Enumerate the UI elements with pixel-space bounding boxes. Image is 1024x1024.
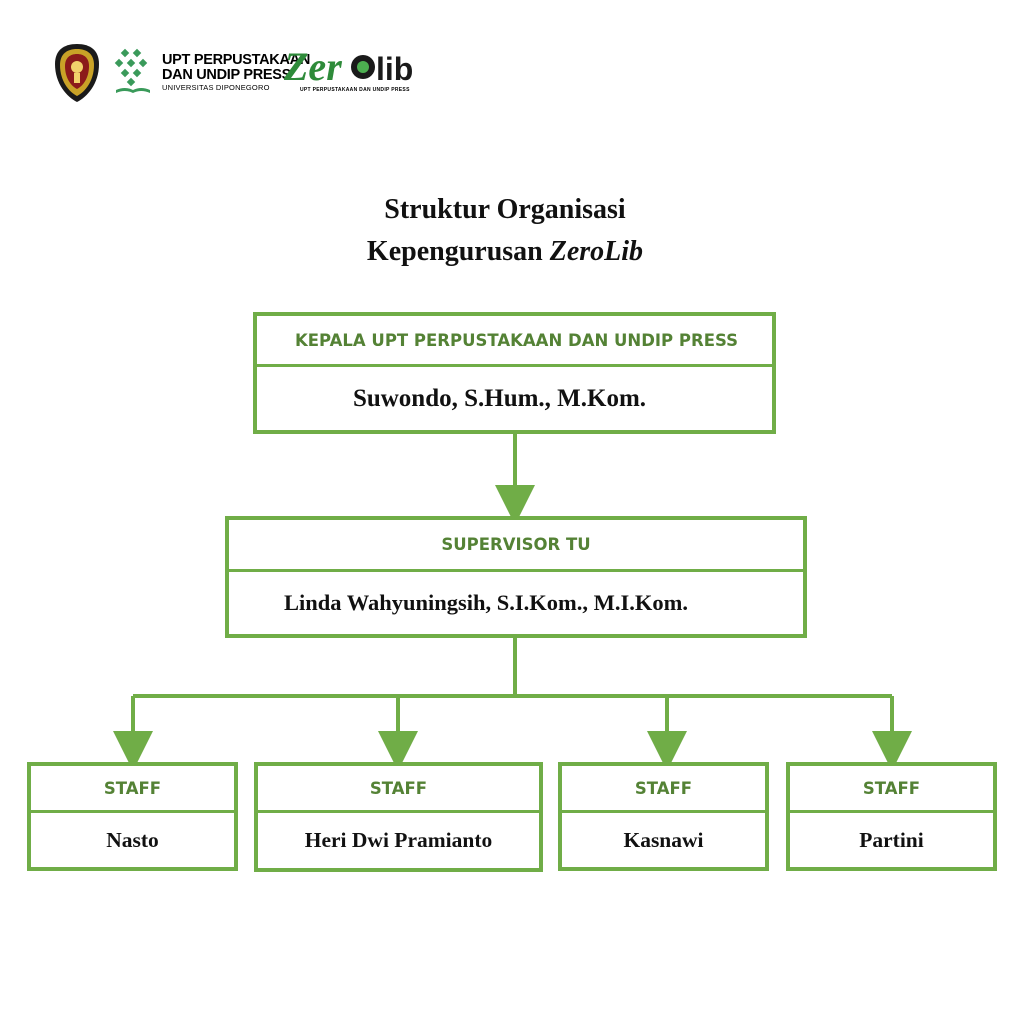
org-box-staff-3: STAFF Kasnawi [558,762,769,871]
upt-wordmark-line1: UPT PERPUSTAKAAN [162,52,310,68]
org-box-staff-4: STAFF Partini [786,762,997,871]
undip-seal-logo [52,42,102,104]
svg-text:Zer: Zer [284,44,342,89]
page-title-line2: Kepengurusan ZeroLib [0,236,1010,268]
page-title-italic: ZeroLib [549,236,644,267]
staff-name: Heri Dwi Pramianto [304,828,493,852]
supervisor-name: Linda Wahyuningsih, S.I.Kom., M.I.Kom. [283,590,689,615]
svg-text:lib: lib [376,51,413,87]
page-title-prefix: Kepengurusan [366,236,550,267]
staff-role: STAFF [258,766,539,813]
staff-name: Kasnawi [623,827,704,852]
staff-role: STAFF [31,766,234,813]
upt-wordmark-line3: UNIVERSITAS DIPONEGORO [162,83,270,92]
org-box-head: KEPALA UPT PERPUSTAKAAN DAN UNDIP PRESS … [253,312,776,434]
upt-wordmark: UPT PERPUSTAKAAN DAN UNDIP PRESS UNIVERS… [162,52,310,93]
org-box-supervisor: SUPERVISOR TU Linda Wahyuningsih, S.I.Ko… [225,516,807,638]
staff-role: STAFF [790,766,993,813]
head-role: KEPALA UPT PERPUSTAKAAN DAN UNDIP PRESS [257,316,772,367]
upt-wordmark-line2: DAN UNDIP PRESS [162,67,291,83]
head-name: Suwondo, S.Hum., M.Kom. [352,384,647,412]
zerolib-logo: Zer lib [283,42,424,96]
org-box-staff-2: STAFF Heri Dwi Pramianto [254,762,543,872]
supervisor-role: SUPERVISOR TU [229,520,803,572]
zerolib-tagline: UPT PERPUSTAKAAN DAN UNDIP PRESS [300,87,410,93]
upt-perpustakaan-logo [112,46,156,98]
staff-name: Partini [859,827,924,852]
org-box-staff-1: STAFF Nasto [27,762,238,871]
page-title-line1: Struktur Organisasi [384,194,626,225]
staff-role: STAFF [562,766,765,813]
staff-name: Nasto [106,827,159,852]
